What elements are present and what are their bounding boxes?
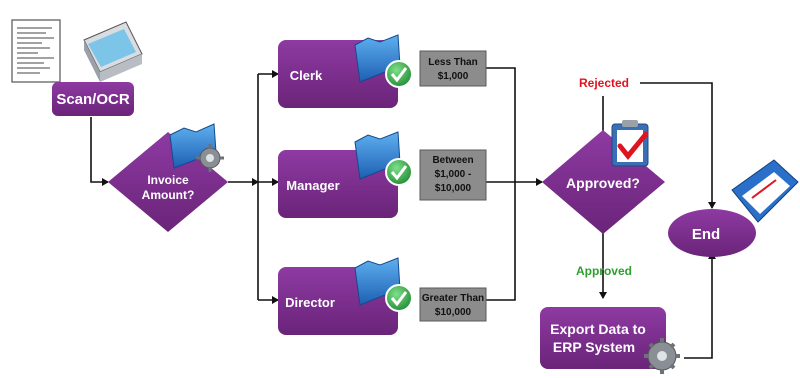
connectors bbox=[90, 67, 716, 359]
export-label-line2: ERP System bbox=[553, 339, 635, 355]
condition-less-than: Less Than $1,000 bbox=[419, 50, 487, 87]
condition-box bbox=[419, 149, 487, 201]
rejected-label: Rejected bbox=[579, 76, 629, 90]
approved-decision: Approved? bbox=[542, 120, 665, 234]
condition-box bbox=[419, 287, 487, 322]
gear-icon bbox=[644, 338, 680, 374]
scanner-icon bbox=[83, 21, 143, 82]
manager-step: Manager bbox=[278, 131, 413, 218]
connector-scan-invoice bbox=[90, 117, 109, 186]
connector-director-approved bbox=[486, 182, 516, 301]
export-step: Export Data to ERP System bbox=[540, 307, 680, 374]
end-step: End bbox=[668, 159, 799, 257]
clerk-label: Clerk bbox=[290, 68, 323, 83]
export-box bbox=[540, 307, 666, 369]
invoice-amount-decision: Invoice Amount? bbox=[108, 123, 228, 232]
director-step: Director bbox=[278, 257, 413, 335]
folder-gear-icon bbox=[169, 123, 224, 172]
condition-text: $10,000 bbox=[435, 183, 472, 194]
approved-diamond bbox=[542, 130, 665, 234]
director-label: Director bbox=[285, 295, 335, 310]
condition-text: $1,000 bbox=[438, 71, 469, 82]
condition-greater-than: Greater Than $10,000 bbox=[419, 287, 487, 322]
invoice-label-line1: Invoice bbox=[147, 173, 189, 187]
export-label-line1: Export Data to bbox=[550, 321, 646, 337]
condition-text: $10,000 bbox=[435, 307, 472, 318]
condition-text: Less Than bbox=[428, 57, 477, 68]
folder-check-icon bbox=[354, 34, 413, 88]
connector-export-end bbox=[684, 252, 716, 359]
scan-ocr-step: Scan/OCR bbox=[11, 19, 143, 116]
connector-rejected-end bbox=[640, 82, 716, 209]
scan-ocr-box bbox=[52, 82, 134, 116]
invoice-label-line2: Amount? bbox=[142, 188, 195, 202]
document-icon bbox=[11, 19, 61, 83]
condition-text: $1,000 - bbox=[435, 169, 472, 180]
condition-text: Between bbox=[432, 155, 473, 166]
book-icon bbox=[731, 159, 799, 223]
connector-clerk-approved bbox=[486, 67, 516, 182]
end-ellipse bbox=[668, 209, 756, 257]
folder-check-icon bbox=[354, 131, 413, 186]
condition-between: Between $1,000 - $10,000 bbox=[419, 149, 487, 201]
manager-label: Manager bbox=[286, 178, 339, 193]
clerk-step: Clerk bbox=[278, 34, 413, 108]
folder-check-icon bbox=[354, 257, 413, 312]
approved-question-label: Approved? bbox=[566, 175, 640, 191]
approved-label: Approved bbox=[576, 264, 632, 278]
condition-text: Greater Than bbox=[422, 293, 484, 304]
end-label: End bbox=[692, 226, 720, 243]
condition-box bbox=[419, 50, 487, 87]
clipboard-check-icon bbox=[611, 120, 649, 167]
scan-ocr-label: Scan/OCR bbox=[56, 91, 130, 108]
